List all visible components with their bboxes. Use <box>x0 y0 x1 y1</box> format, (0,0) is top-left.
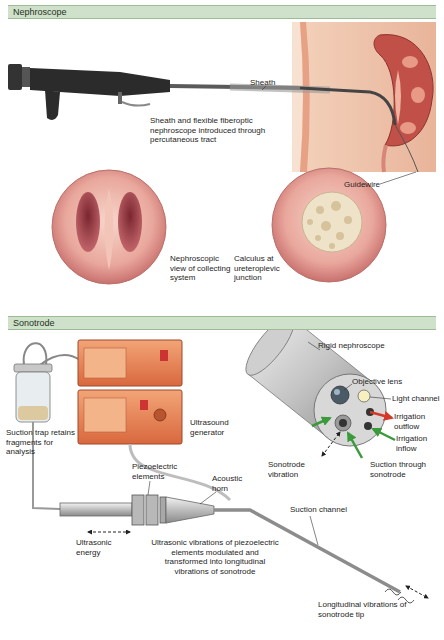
scope-view-circle <box>50 168 168 286</box>
part-label: Rigid nephroscope <box>318 341 398 351</box>
section-header: Nephroscope <box>8 5 436 19</box>
part-label: Longitudinal vibrations of sonotrode tip <box>318 600 408 619</box>
part-label: Piezoelectric elements <box>132 462 202 481</box>
section-title: Sonotrode <box>13 318 55 329</box>
view-caption: Nephroscopic view of collecting system <box>170 254 232 283</box>
part-label: Guidewire <box>344 180 404 190</box>
part-label: Suction channel <box>290 505 354 515</box>
scope-view: Nephroscopic view of collecting system <box>50 168 168 286</box>
part-label: Objective lens <box>352 377 422 387</box>
part-label: Suction trap retains fragments for analy… <box>6 428 76 457</box>
kidney-section <box>292 22 436 172</box>
part-label: Irrigation outflow <box>394 412 442 431</box>
part-label: Suction through sonotrode <box>370 460 440 479</box>
nephroscope-instrument <box>8 64 418 184</box>
part-label: Ultrasonic energy <box>76 538 138 557</box>
section-header: Sonotrode <box>8 316 436 330</box>
part-label: Sonotrode vibration <box>268 460 324 479</box>
part-label: Ultrasound generator <box>190 418 250 437</box>
part-label: Acoustic horn <box>212 474 252 493</box>
sonotrode-handpiece <box>60 481 428 603</box>
part-label: Sheath <box>250 78 290 88</box>
part-label: Sheath and flexible fiberoptic nephrosco… <box>150 116 300 145</box>
section-title: Nephroscope <box>13 7 67 18</box>
part-label: Irrigation inflow <box>396 434 442 453</box>
part-label: Ultrasonic vibrations of piezoelectric e… <box>150 538 280 576</box>
suction-trap <box>14 343 80 509</box>
view-caption: Calculus at ureteroplevic junction <box>234 254 296 283</box>
part-label: Light channel <box>392 394 442 404</box>
